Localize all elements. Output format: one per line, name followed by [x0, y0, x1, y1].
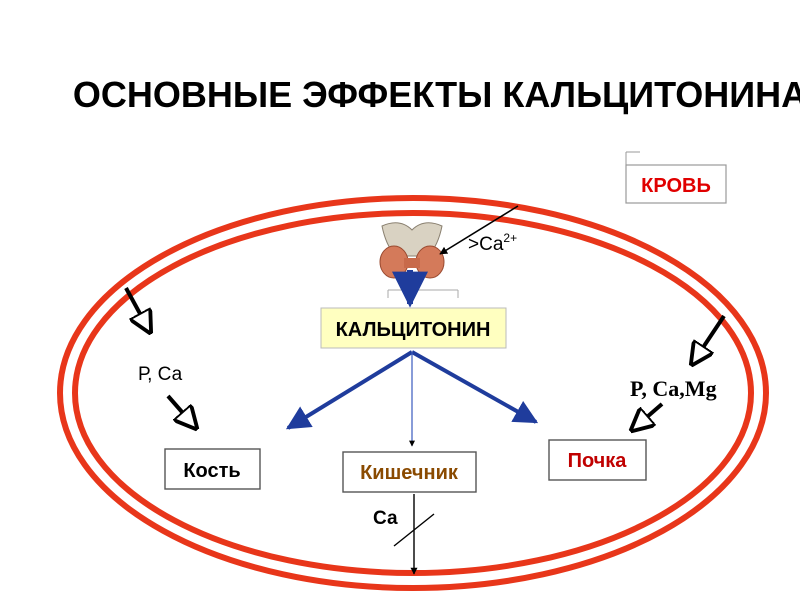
- stimulus-superscript: 2+: [503, 231, 517, 245]
- stimulus-base: >Ca: [468, 234, 504, 255]
- kidney-ion-label: P, Ca,Mg: [630, 376, 717, 401]
- blood-label-box: КРОВЬ: [625, 151, 727, 204]
- page-title: ОСНОВНЫЕ ЭФФЕКТЫ КАЛЬЦИТОНИНА: [73, 74, 800, 115]
- kidney-label: Почка: [568, 450, 628, 472]
- hormone-effect-arrows: [285, 350, 539, 447]
- block-slash: [393, 513, 435, 547]
- intestine-box: Кишечник: [342, 451, 477, 493]
- svg-text:>Ca2+: >Ca2+: [468, 231, 517, 255]
- thyroid-gland-icon: [379, 222, 445, 279]
- bone-box: Кость: [164, 448, 261, 490]
- gland-to-hormone-arrow: [387, 270, 459, 308]
- blood-label: КРОВЬ: [641, 175, 711, 197]
- kidney-ion-flow: P, Ca,Mg: [630, 314, 726, 430]
- hormone-label: КАЛЬЦИТОНИН: [336, 319, 491, 341]
- bone-label: Кость: [183, 460, 240, 482]
- intestine-ion-flow: Са: [373, 494, 435, 575]
- intestine-ion-label: Са: [373, 508, 398, 529]
- bone-ion-label: Р, Са: [138, 364, 183, 385]
- hormone-box: КАЛЬЦИТОНИН: [320, 307, 507, 349]
- intestine-label: Кишечник: [360, 462, 459, 484]
- stimulus-arrow: >Ca2+: [439, 205, 519, 255]
- kidney-box: Почка: [548, 439, 647, 481]
- bone-ion-flow: Р, Са: [124, 287, 196, 428]
